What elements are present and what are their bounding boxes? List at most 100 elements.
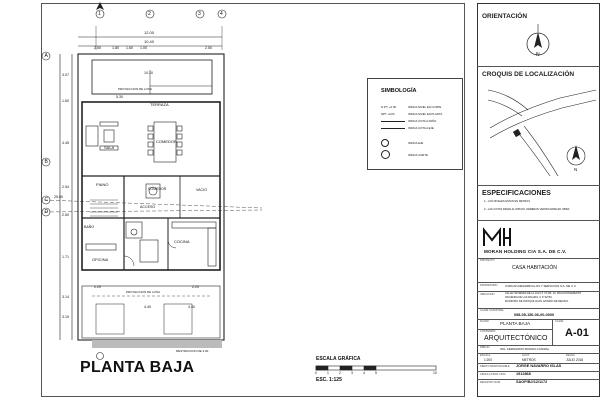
spec-line-2: 2.- LAS COTAS RIGEN AL DIBUJO, DEBERAN V… xyxy=(484,208,570,211)
acot-value: METROS xyxy=(522,358,536,362)
axis-number-3: 3 xyxy=(198,10,201,17)
room-acceso: ACCESO xyxy=(140,205,156,209)
room-piano: PIANO xyxy=(96,182,109,187)
dim-left-4: 2.54 xyxy=(62,185,69,189)
eje-icon xyxy=(381,138,405,148)
dim-bottom-2: 2.20 xyxy=(192,285,199,289)
axis-number-4: 4 xyxy=(220,10,223,17)
croquis-title: CROQUIS DE LOCALIZACIÓN xyxy=(482,71,575,78)
dim-inner-1: 10.10 xyxy=(144,71,153,75)
plan-north-arrow-icon xyxy=(96,2,104,10)
dim-bottom-1: 2.20 xyxy=(94,285,101,289)
clave-plano-label: CLAVE xyxy=(555,320,564,323)
location-sketch xyxy=(487,89,597,177)
axis-letter-a: A xyxy=(44,52,48,59)
escala-value: 1:200 xyxy=(484,358,492,362)
dim-top-d: 1.00 xyxy=(140,46,147,50)
company-logo-icon xyxy=(483,227,511,246)
simbologia-item: INDICA EJE xyxy=(381,137,461,149)
proyecto-value: CASA HABITACIÓN xyxy=(512,265,557,271)
axis-number-1: 1 xyxy=(98,10,101,17)
proyeccion-losa-top: PROYECCION DE LOSA xyxy=(118,87,153,91)
orientacion-title: ORIENTACIÓN xyxy=(482,13,528,20)
scale-tick-10: 10 xyxy=(433,371,437,375)
croquis-north-letter: N xyxy=(574,167,578,172)
plan-title: PLANTA BAJA xyxy=(80,359,195,376)
dim-left-7: 3.15 xyxy=(62,315,69,319)
dim-top-a: 2.50 xyxy=(94,46,101,50)
dim-left-5: 1.71 xyxy=(62,255,69,259)
scale-tick-5: 5 xyxy=(375,371,377,375)
room-comedor: COMEDOR xyxy=(156,139,177,144)
simbologia-item: INDICA CORTE xyxy=(381,149,461,161)
dim-inner-2: 5.30 xyxy=(116,95,123,99)
room-vacio: VACIO xyxy=(196,188,207,192)
scale-label: ESCALA GRÁFICA xyxy=(316,356,361,362)
ubicacion-line-3: MUNICIPIO DE HUIXQUILUCAN, ESTADO DE MEX… xyxy=(505,300,569,303)
proyeccion-losa-bottom: PROYECCION DE LOSA xyxy=(126,290,161,294)
axis-letter-b: B xyxy=(44,158,48,165)
registro-value: SAOP/BJ/12/1172 xyxy=(516,380,548,384)
simbologia-item: N.P.T. +0.00 INDICA NIVEL EN CORTE xyxy=(381,104,442,109)
dim-inner-4: 2.50 xyxy=(62,213,69,217)
contenido-label: CONTENIDO xyxy=(480,330,496,333)
scale-tick-4: 4 xyxy=(363,371,365,375)
dibujo-value: ING. FERNANDO MORAN CANIZAL xyxy=(500,347,550,351)
north-compass-icon xyxy=(526,24,550,56)
room-sala: SALA xyxy=(104,145,115,150)
scale-tick-3: 3 xyxy=(351,371,353,375)
dim-top-total: 12.00 xyxy=(144,30,155,35)
fecha-value: JULIO 2018 xyxy=(566,358,584,362)
axis-letter-d: D xyxy=(44,208,49,215)
contenido-value: ARQUITECTÓNICO xyxy=(484,335,548,342)
acot-label: ACOT. xyxy=(522,354,530,357)
dim-left-1: 3.07 xyxy=(62,73,69,77)
company-name: MORAN HOLDING CIA S.A. DE C.V. xyxy=(484,249,567,254)
simbologia-list: N.P.T. +0.00 INDICA NIVEL EN CORTE NPT +… xyxy=(381,103,461,161)
ubicacion-line-1: CALLE HACIENDA DE LA LUZ LT. 37 MZ. 10, … xyxy=(505,292,582,295)
simbologia-title: SIMBOLOGÍA xyxy=(381,88,417,94)
dim-top-b: 1.80 xyxy=(112,46,119,50)
room-baño: BAÑO xyxy=(84,225,95,229)
propietario-value: CORCAN DESARROLLOS Y SERVICIOS S.A. DE C… xyxy=(505,284,577,288)
axis-number-2: 2 xyxy=(148,10,151,17)
ubicacion-label: UBICACION xyxy=(480,293,495,296)
dim-top-inner: 10.40 xyxy=(144,39,155,44)
dim-left-3: 4.45 xyxy=(62,141,69,145)
restriccion-label: RESTRICCION DE 3.00 xyxy=(176,349,209,353)
simbologia-item: INDICA COTA A EJE xyxy=(381,124,461,131)
cota-pano-icon xyxy=(381,119,405,122)
perito-value: JORGE NAVARRO ISLAS xyxy=(516,364,562,368)
escala-label: ESCALA xyxy=(480,354,491,357)
clave-catastral-label: CLAVE CATASTRAL xyxy=(480,309,504,312)
scale-tick-1: 1 xyxy=(327,371,329,375)
scale-tick-2: 2 xyxy=(339,371,341,375)
room-comedor-interior: COMEDOR xyxy=(148,187,167,191)
dim-top-e: 2.50 xyxy=(205,46,212,50)
room-oficina: OFICINA xyxy=(92,257,109,262)
cedula-value: 1912868 xyxy=(516,372,531,376)
room-terraza: TERRAZA xyxy=(150,102,169,107)
scale-ratio: ESC. 1:125 xyxy=(316,377,342,383)
cota-eje-icon xyxy=(381,126,405,129)
proyecto-label: PROYECTO xyxy=(480,259,495,262)
north-letter: N xyxy=(536,52,540,58)
ubicacion-line-2: HACIENDA DE LAS PALMAS, C.P. 52763, xyxy=(505,296,553,299)
corte-icon xyxy=(381,150,405,160)
plano-value: PLANTA BAJA xyxy=(500,321,531,326)
dim-bottom-4: 4.40 xyxy=(188,305,195,309)
dim-left-2: 1.60 xyxy=(62,99,69,103)
registro-label: REGISTRO NUM xyxy=(480,381,501,384)
dim-bottom-3: 4.40 xyxy=(144,305,151,309)
simbologia-box xyxy=(367,78,463,170)
dim-top-c: 1.60 xyxy=(126,46,133,50)
drawing-frame xyxy=(41,3,465,397)
axis-letter-c: C xyxy=(44,196,49,203)
spec-line-1: 1.- LOS NIVELES ESTAN EN METROS xyxy=(484,200,530,203)
floor-plan xyxy=(41,9,437,371)
fecha-label: FECHA xyxy=(566,354,575,357)
cedula-label: CEDULA PROF. NUM xyxy=(480,373,506,376)
simbologia-item: INDICA COTA A PAÑO xyxy=(381,117,461,124)
dim-inner-3: 25.00 xyxy=(54,195,63,199)
plano-label: PLANO xyxy=(480,320,489,323)
